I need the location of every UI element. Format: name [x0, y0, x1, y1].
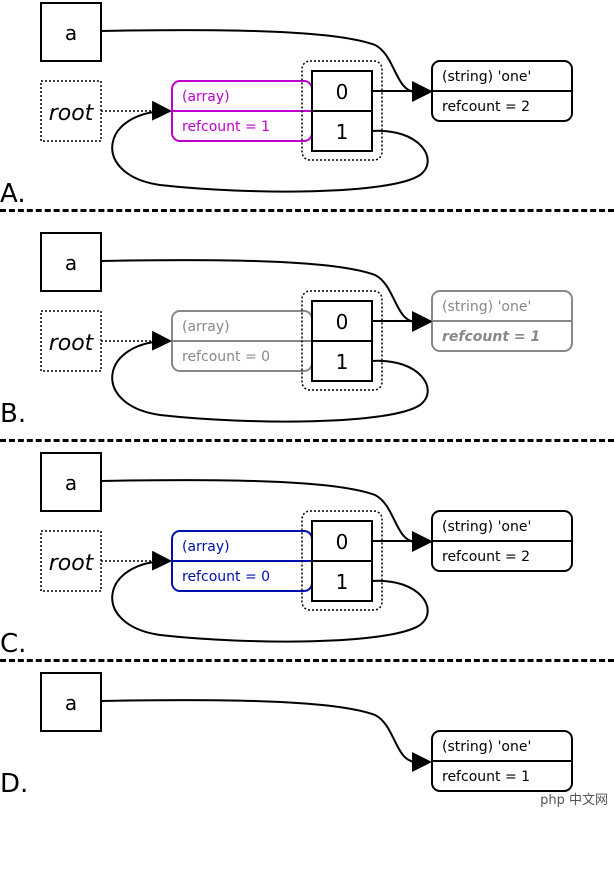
- separator-2: [0, 439, 614, 442]
- array-type-label: (array): [182, 89, 230, 105]
- array-refcount-label: refcount = 1: [182, 119, 270, 135]
- variable-a-box: [40, 452, 102, 512]
- root-box: [40, 310, 102, 372]
- array-refcount-label: refcount = 0: [182, 349, 270, 365]
- root-box: [40, 80, 102, 142]
- a-to-string-arrow: [100, 259, 432, 332]
- panel-a-label: A.: [0, 179, 26, 209]
- slot-1-label: 1: [336, 570, 349, 594]
- variable-a-label: a: [65, 471, 77, 495]
- string-refcount-label: refcount = 1: [442, 769, 530, 785]
- panel-d-diagram: a (string) 'one' refcount = 1 D.: [0, 672, 573, 799]
- slot-1: [311, 340, 373, 382]
- hashtable-box: [301, 60, 383, 161]
- slot-0: [311, 300, 373, 342]
- string-type-label: (string) 'one': [442, 739, 531, 755]
- slot-1: [311, 560, 373, 602]
- variable-a-label: a: [65, 691, 77, 715]
- string-type-label: (string) 'one': [442, 69, 531, 85]
- array-type-label: (array): [182, 539, 230, 555]
- slot-0-label: 0: [336, 530, 349, 554]
- panel-b: a root (array) refcount = 0 0 1 (string)…: [0, 230, 614, 450]
- panel-d: a (string) 'one' refcount = 1 D.: [0, 670, 614, 890]
- panel-b-label: B.: [0, 399, 26, 429]
- root-label: root: [49, 551, 95, 576]
- string-refcount-label: refcount = 2: [442, 549, 530, 565]
- a-to-string-arrow: [100, 479, 432, 552]
- hashtable-box: [301, 290, 383, 391]
- panel-c-diagram: a root (array) refcount = 0 0 1 (string)…: [0, 452, 573, 659]
- variable-a-label: a: [65, 21, 77, 45]
- string-type-label: (string) 'one': [442, 299, 531, 315]
- slot1-to-array-loop-arrow: [111, 550, 429, 643]
- string-refcount-label: refcount = 1: [442, 329, 540, 345]
- slot-0-label: 0: [336, 310, 349, 334]
- array-refcount-label: refcount = 0: [182, 569, 270, 585]
- variable-a-box: [40, 672, 102, 732]
- separator-3: [0, 659, 614, 662]
- string-type-label: (string) 'one': [442, 519, 531, 535]
- array-type-label: (array): [182, 319, 230, 335]
- variable-a-box: [40, 232, 102, 292]
- a-to-string-arrow: [100, 699, 432, 772]
- panel-b-diagram: a root (array) refcount = 0 0 1 (string)…: [0, 232, 573, 429]
- slot-1-label: 1: [336, 120, 349, 144]
- panel-d-label: D.: [0, 769, 28, 799]
- hashtable-box: [301, 510, 383, 611]
- root-box: [40, 530, 102, 592]
- panel-c: a root (array) refcount = 0 0 1 (string)…: [0, 450, 614, 670]
- separator-1: [0, 209, 614, 212]
- root-label: root: [49, 331, 95, 356]
- watermark: php 中文网: [540, 793, 608, 808]
- panel-a-diagram: a root (array) refcount = 1 0 1 (string)…: [0, 2, 573, 209]
- root-label: root: [49, 101, 95, 126]
- string-refcount-label: refcount = 2: [442, 99, 530, 115]
- slot1-to-array-loop-arrow: [111, 100, 429, 193]
- variable-a-label: a: [65, 251, 77, 275]
- a-to-string-arrow: [100, 29, 432, 102]
- panel-c-label: C.: [0, 629, 26, 659]
- variable-a-box: [40, 2, 102, 62]
- slot1-to-array-loop-arrow: [111, 330, 429, 423]
- slot-1-label: 1: [336, 350, 349, 374]
- slot-0-label: 0: [336, 80, 349, 104]
- panel-a: a root (array) refcount = 1 0 1 (string)…: [0, 0, 614, 220]
